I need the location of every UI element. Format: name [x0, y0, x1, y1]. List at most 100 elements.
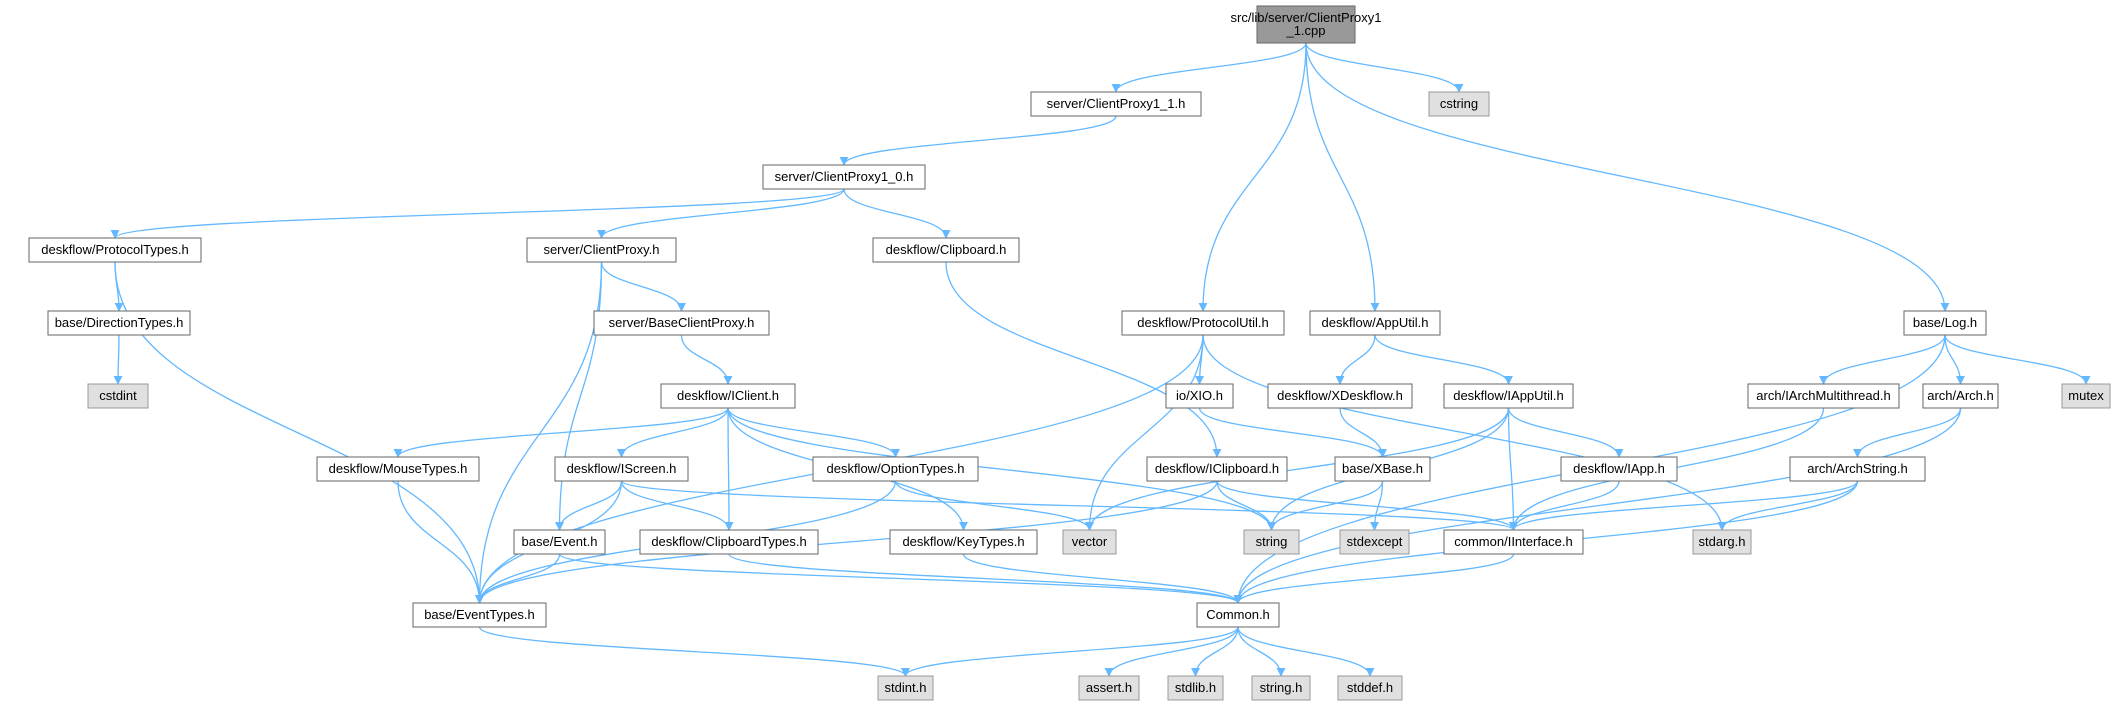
node-xio[interactable]: io/XIO.h [1165, 383, 1234, 409]
edge-mousetypes-to-eventtypes [397, 480, 485, 604]
node-cstdint[interactable]: cstdint [87, 383, 149, 409]
node-box-event [513, 529, 606, 555]
node-iarchmt[interactable]: arch/IArchMultithread.h [1747, 383, 1900, 409]
node-mousetypes[interactable]: deskflow/MouseTypes.h [316, 456, 480, 482]
node-cstring[interactable]: cstring [1428, 91, 1490, 117]
edge-common-to-stdlib [1190, 626, 1239, 677]
edge-root-to-apputil [1305, 42, 1380, 312]
node-log[interactable]: base/Log.h [1903, 310, 1987, 336]
edge-log-to-arch [1944, 334, 1966, 385]
node-box-clientproxy [526, 237, 677, 263]
node-stringh[interactable]: string.h [1251, 675, 1311, 701]
node-apputil[interactable]: deskflow/AppUtil.h [1309, 310, 1441, 336]
node-label-cstdint: cstdint [99, 388, 137, 403]
node-iclipboard[interactable]: deskflow/IClipboard.h [1146, 456, 1288, 482]
node-event[interactable]: base/Event.h [513, 529, 606, 555]
node-iapputil[interactable]: deskflow/IAppUtil.h [1443, 383, 1574, 409]
node-assert[interactable]: assert.h [1078, 675, 1140, 701]
node-cp10h[interactable]: server/ClientProxy1_0.h [762, 164, 926, 190]
edges-layer [110, 42, 2091, 677]
node-label-stringh: string.h [1260, 680, 1303, 695]
node-stdlib[interactable]: stdlib.h [1167, 675, 1224, 701]
edge-iclient-to-string [727, 407, 1276, 531]
edge-iscreen-to-iinterface [620, 480, 1518, 531]
node-box-assert [1078, 675, 1140, 701]
node-eventtypes[interactable]: base/EventTypes.h [412, 602, 547, 628]
edge-arch-to-common [1233, 407, 1962, 604]
node-label-xio: io/XIO.h [1176, 388, 1223, 403]
node-prototypes[interactable]: deskflow/ProtocolTypes.h [28, 237, 202, 263]
edge-root-to-cstring [1305, 42, 1464, 93]
node-cp11h[interactable]: server/ClientProxy1_1.h [1030, 91, 1202, 117]
node-label-prototypes: deskflow/ProtocolTypes.h [41, 242, 188, 257]
edge-clipboardtypes-to-common [728, 553, 1243, 604]
edge-common-to-assert [1104, 626, 1239, 677]
node-box-cp11h [1030, 91, 1202, 117]
edge-iclipboard-to-eventtypes [475, 480, 1218, 604]
node-box-xdeskflow [1267, 383, 1413, 409]
node-clipboardtypes[interactable]: deskflow/ClipboardTypes.h [639, 529, 819, 555]
edge-protoutil-to-vector [1084, 334, 1204, 531]
node-stdint[interactable]: stdint.h [877, 675, 934, 701]
node-label-vector: vector [1072, 534, 1108, 549]
node-label-cp11h: server/ClientProxy1_1.h [1047, 96, 1186, 111]
node-common[interactable]: Common.h [1196, 602, 1280, 628]
node-clipboard[interactable]: deskflow/Clipboard.h [872, 237, 1020, 263]
node-box-log [1903, 310, 1987, 336]
node-box-prototypes [28, 237, 202, 263]
node-optiontypes[interactable]: deskflow/OptionTypes.h [812, 456, 979, 482]
edge-iapputil-to-iinterface [1507, 407, 1519, 531]
node-baseclientproxy[interactable]: server/BaseClientProxy.h [593, 310, 770, 336]
edge-iclipboard-to-iinterface [1216, 480, 1518, 531]
node-label-stdlib: stdlib.h [1175, 680, 1216, 695]
edge-iclipboard-to-string [1216, 480, 1277, 531]
node-box-iclipboard [1146, 456, 1288, 482]
node-box-cstdint [87, 383, 149, 409]
node-label-xdeskflow: deskflow/XDeskflow.h [1277, 388, 1403, 403]
node-box-archstring [1789, 456, 1926, 482]
edge-xio-to-xbase [1198, 407, 1387, 458]
node-mutex[interactable]: mutex [2061, 383, 2111, 409]
node-xdeskflow[interactable]: deskflow/XDeskflow.h [1267, 383, 1413, 409]
edge-xbase-to-string [1266, 480, 1384, 531]
node-string[interactable]: string [1243, 529, 1300, 555]
node-directiontypes[interactable]: base/DirectionTypes.h [47, 310, 191, 336]
node-label-iapp: deskflow/IApp.h [1573, 461, 1665, 476]
node-label-clipboardtypes: deskflow/ClipboardTypes.h [651, 534, 806, 549]
node-box-clipboard [872, 237, 1020, 263]
edge-cp11h-to-cp10h [839, 115, 1117, 166]
node-protoutil[interactable]: deskflow/ProtocolUtil.h [1121, 310, 1285, 336]
node-label-log: base/Log.h [1913, 315, 1977, 330]
node-keytypes[interactable]: deskflow/KeyTypes.h [889, 529, 1038, 555]
node-iapp[interactable]: deskflow/IApp.h [1560, 456, 1678, 482]
edge-clientproxy-to-baseclientproxy [600, 261, 687, 312]
edge-iscreen-to-event [554, 480, 623, 531]
edge-protoutil-to-stdarg [1202, 334, 1727, 531]
node-arch[interactable]: arch/Arch.h [1922, 383, 1999, 409]
node-label-event: base/Event.h [522, 534, 598, 549]
node-xbase[interactable]: base/XBase.h [1334, 456, 1431, 482]
node-iinterface[interactable]: common/IInterface.h [1443, 529, 1584, 555]
node-vector[interactable]: vector [1062, 529, 1117, 555]
node-label-mutex: mutex [2068, 388, 2104, 403]
node-clientproxy[interactable]: server/ClientProxy.h [526, 237, 677, 263]
node-label-stdexcept: stdexcept [1347, 534, 1403, 549]
node-label-optiontypes: deskflow/OptionTypes.h [826, 461, 964, 476]
node-root[interactable]: src/lib/server/ClientProxy1_1.cpp [1231, 5, 1382, 44]
node-iclient[interactable]: deskflow/IClient.h [660, 383, 796, 409]
node-label-string: string [1256, 534, 1288, 549]
node-box-clipboardtypes [639, 529, 819, 555]
node-stddef[interactable]: stddef.h [1337, 675, 1403, 701]
node-label-stdarg: stdarg.h [1699, 534, 1746, 549]
node-iscreen[interactable]: deskflow/IScreen.h [554, 456, 689, 482]
edge-root-to-cp11h [1111, 42, 1307, 93]
edge-iclient-to-mousetypes [393, 407, 729, 458]
node-label-mousetypes: deskflow/MouseTypes.h [329, 461, 468, 476]
node-label-keytypes: deskflow/KeyTypes.h [902, 534, 1024, 549]
node-stdarg[interactable]: stdarg.h [1692, 529, 1752, 555]
node-box-iapputil [1443, 383, 1574, 409]
node-archstring[interactable]: arch/ArchString.h [1789, 456, 1926, 482]
node-stdexcept[interactable]: stdexcept [1339, 529, 1410, 555]
edge-iclient-to-iscreen [616, 407, 729, 458]
edge-iclient-to-clipboardtypes [724, 407, 734, 531]
